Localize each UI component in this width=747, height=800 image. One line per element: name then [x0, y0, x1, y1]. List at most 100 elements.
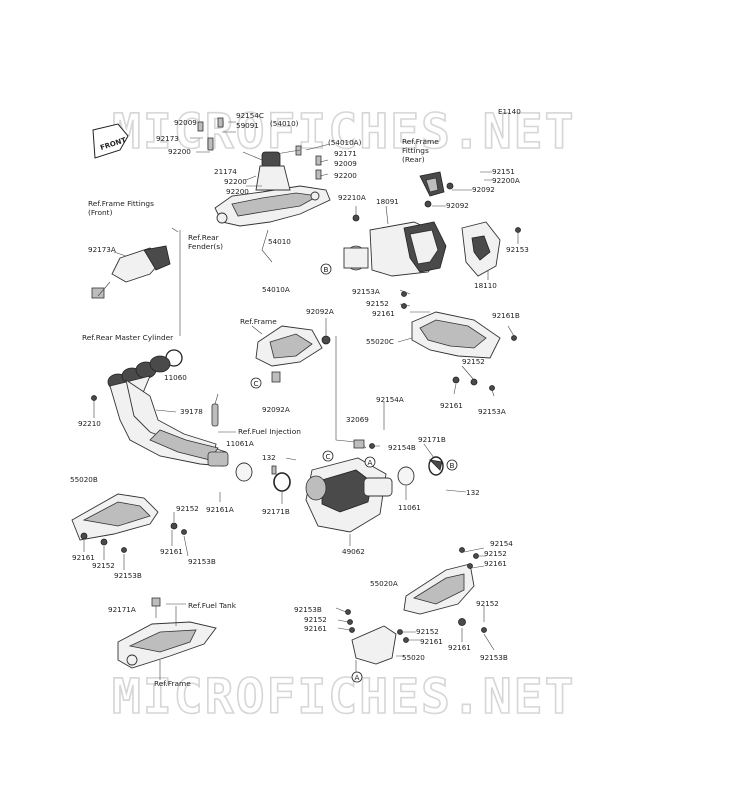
part-label: 132 — [466, 488, 480, 497]
part-label: 92154C — [236, 111, 264, 120]
part-label: 92161 — [440, 401, 463, 410]
part-label: 55020 — [402, 653, 425, 662]
rear-frame-fittings — [419, 171, 445, 197]
part-label: 11061 — [398, 503, 421, 512]
part-label: 92153A — [478, 407, 506, 416]
svg-text:C: C — [326, 452, 331, 461]
heat-shield-55020c — [411, 311, 501, 359]
fuel-tank-bracket — [117, 597, 217, 669]
part-label: 92200A — [492, 176, 520, 185]
part-label: 92009 — [174, 118, 197, 127]
marker-c-center: C — [322, 450, 334, 462]
part-label: 92200 — [226, 187, 249, 196]
bracket-32069 — [353, 439, 365, 449]
front-arrow-icon: FRONT — [92, 123, 129, 159]
diagram-code: E1140 — [498, 107, 521, 116]
part-label: 92152 — [366, 299, 389, 308]
part-label: 92153A — [352, 287, 380, 296]
part-label: 11061A — [226, 439, 254, 448]
part-label: 92200 — [168, 147, 191, 156]
part-label: 11060 — [164, 373, 187, 382]
part-label: 92092A — [262, 405, 290, 414]
part-label: 92092 — [446, 201, 469, 210]
part-label: 92092A — [306, 307, 334, 316]
part-label: 92152 — [462, 357, 485, 366]
marker-b-top: B — [320, 263, 332, 275]
o2-sensor — [211, 393, 236, 433]
part-label: 54010 — [268, 237, 291, 246]
part-label: 92153B — [294, 605, 322, 614]
front-frame-fitting-bracket — [91, 227, 179, 299]
part-label: 92152 — [476, 599, 499, 608]
muffler-end-cap — [461, 221, 501, 277]
part-label: 92154 — [490, 539, 513, 548]
part-label: 92161 — [304, 624, 327, 633]
ref-rear-master-cylinder: Ref.Rear Master Cylinder — [82, 333, 174, 342]
part-label: 92153 — [506, 245, 529, 254]
part-label: 92092 — [472, 185, 495, 194]
part-label: 92161 — [160, 547, 183, 556]
watermark-bottom: MICROFICHES.NET — [112, 669, 575, 725]
part-label: 92154A — [376, 395, 404, 404]
part-label: 92152 — [304, 615, 327, 624]
part-label: 32069 — [346, 415, 369, 424]
part-label: 92152 — [484, 549, 507, 558]
svg-text:B: B — [324, 265, 329, 274]
ref-fuel-tank: Ref.Fuel Tank — [188, 601, 237, 610]
part-label: 92152 — [176, 504, 199, 513]
part-label: 92153B — [188, 557, 216, 566]
heat-shield-55020 — [351, 625, 397, 665]
svg-text:A: A — [355, 673, 360, 682]
svg-text:C: C — [254, 379, 259, 388]
marker-a-center: A — [364, 456, 376, 468]
part-label: 92171B — [418, 435, 446, 444]
svg-text:B: B — [450, 461, 455, 470]
ref-frame: Ref.Frame — [240, 317, 277, 326]
part-label: 92200 — [334, 171, 357, 180]
part-label: 92153B — [114, 571, 142, 580]
part-label: 55020C — [366, 337, 394, 346]
part-label: 92009 — [334, 159, 357, 168]
part-label: 92171A — [108, 605, 136, 614]
part-label: 92152 — [92, 561, 115, 570]
part-label: 92161 — [420, 637, 443, 646]
part-label: 92200 — [224, 177, 247, 186]
part-label: 21174 — [214, 167, 237, 176]
pre-muffler-49062 — [305, 457, 393, 533]
marker-a-bottom: A — [351, 671, 363, 683]
heat-shield-55020b — [71, 493, 159, 541]
clamp-92171b — [271, 457, 297, 492]
part-label: 92171 — [334, 149, 357, 158]
muffler-main — [343, 221, 447, 277]
gasket-11061a — [235, 462, 253, 482]
part-label: 55020A — [370, 579, 398, 588]
part-label: 92161 — [372, 309, 395, 318]
part-label: 55020B — [70, 475, 98, 484]
part-label: 92173 — [156, 134, 179, 143]
watermark-top: MICROFICHES.NET — [112, 104, 575, 160]
frame-bracket-center — [255, 325, 331, 383]
marker-b-center: B — [446, 459, 458, 471]
part-label: 92161 — [484, 559, 507, 568]
part-label: 54010A — [262, 285, 290, 294]
part-label: 92154B — [388, 443, 416, 452]
marker-c-top: C — [250, 377, 262, 389]
ref-frame-bottom: Ref.Frame — [154, 679, 191, 688]
part-label: 18110 — [474, 281, 497, 290]
part-label: 132 — [262, 453, 276, 462]
part-label: 59091 — [236, 121, 259, 130]
part-label: 92210 — [78, 419, 101, 428]
part-label: 92171B — [262, 507, 290, 516]
ref-fuel-injection: Ref.Fuel Injection — [238, 427, 301, 436]
part-label: 18091 — [376, 197, 399, 206]
gasket-11061 — [397, 466, 415, 486]
part-label: 92161B — [492, 311, 520, 320]
exhaust-header-pipes — [107, 355, 229, 467]
part-label: 49062 — [342, 547, 365, 556]
clamp-92171b-right — [428, 456, 444, 476]
part-label: 92161 — [448, 643, 471, 652]
part-labels: 92009 92154C 59091 (54010) 92173 92200 (… — [70, 111, 529, 662]
